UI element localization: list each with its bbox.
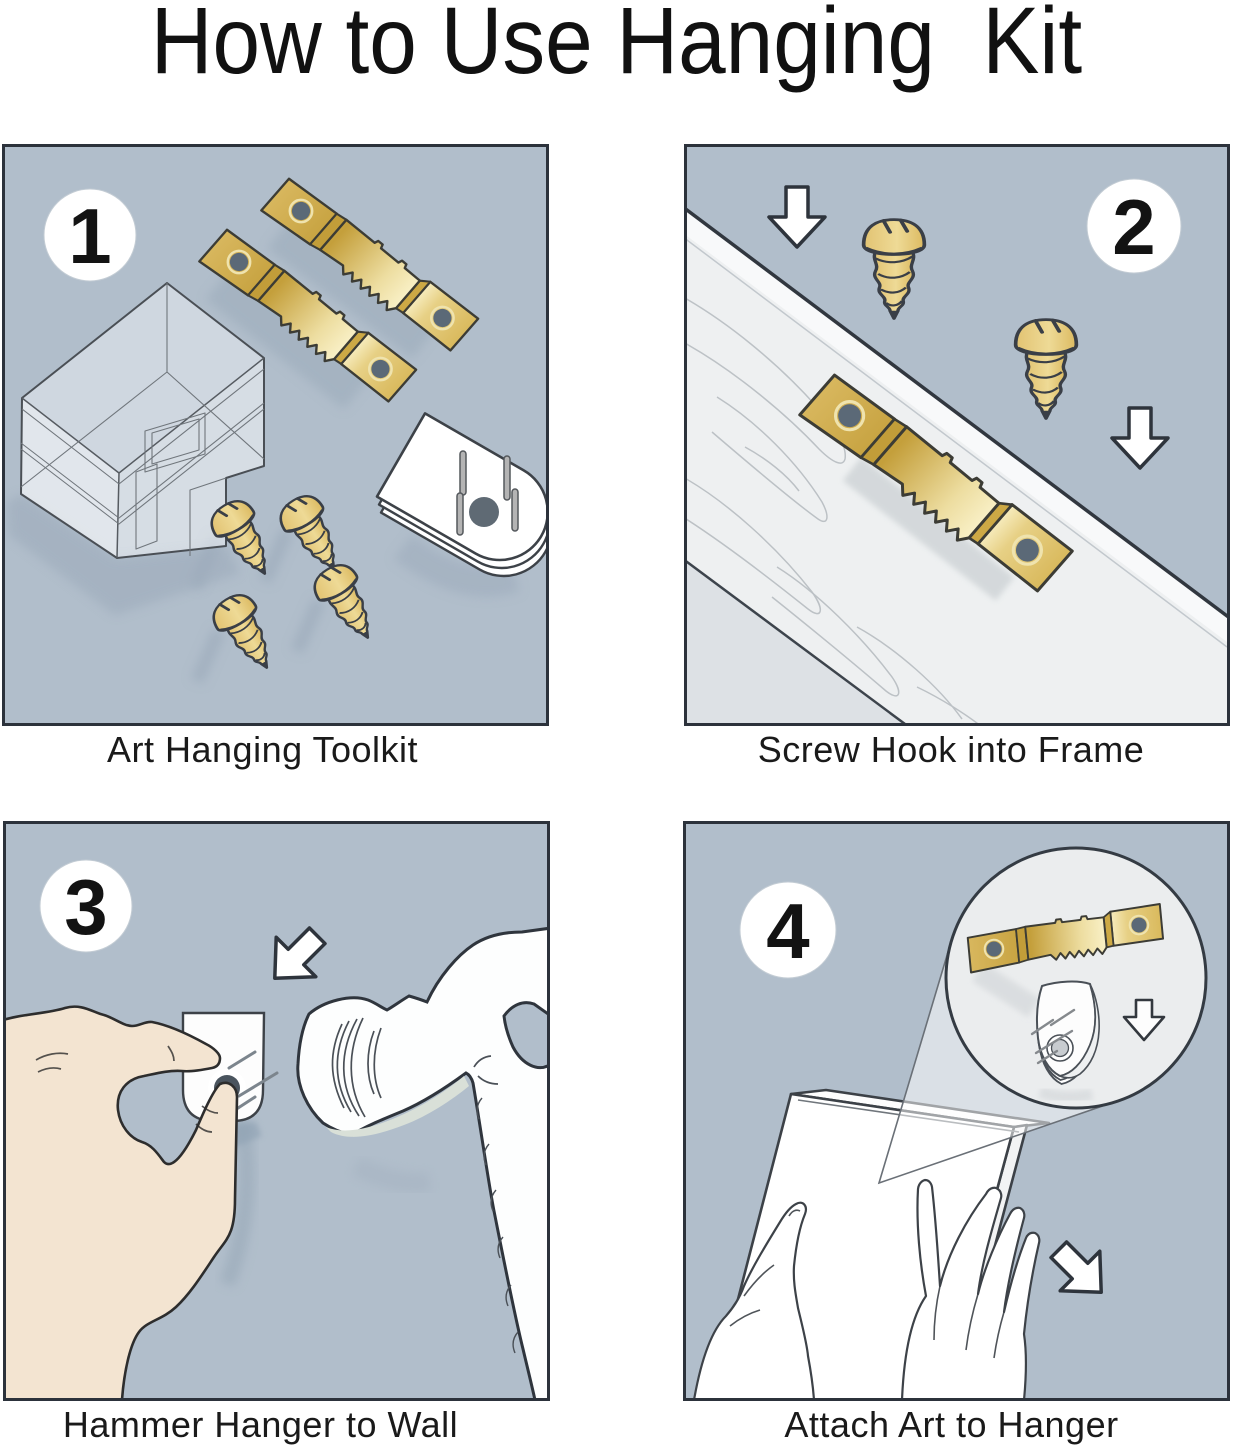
svg-text:3: 3 bbox=[64, 863, 107, 951]
svg-text:1: 1 bbox=[68, 192, 111, 280]
svg-text:4: 4 bbox=[766, 887, 809, 975]
svg-text:2: 2 bbox=[1112, 183, 1155, 271]
